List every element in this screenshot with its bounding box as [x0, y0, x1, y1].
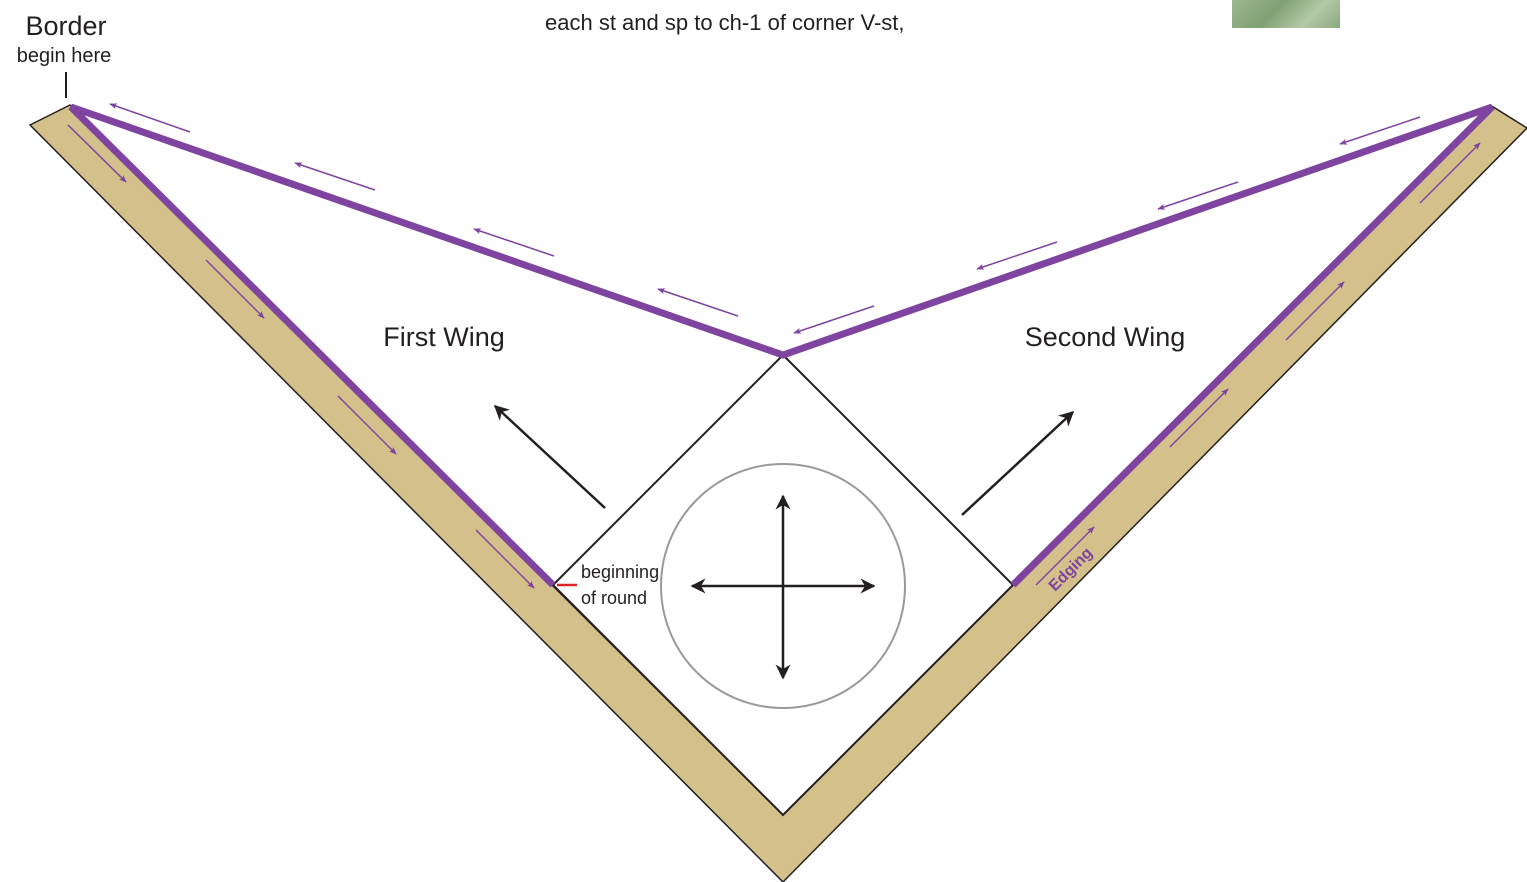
path-direction-arrows [67, 103, 1481, 589]
second-wing-label: Second Wing [1025, 322, 1186, 352]
photo-thumbnail [1232, 0, 1340, 28]
beginning-label-line1: beginning [581, 562, 659, 582]
instruction-text: each st and sp to ch-1 of corner V-st, [545, 10, 905, 35]
border-sublabel: begin here [17, 45, 112, 67]
beginning-label-line2: of round [581, 588, 647, 608]
border-label: Border [25, 11, 106, 41]
first-wing-arrow [493, 404, 606, 509]
second-wing-arrow [961, 410, 1075, 516]
round-path [68, 103, 1495, 588]
first-wing-label: First Wing [383, 322, 505, 352]
center-cross-arrows [690, 494, 876, 680]
